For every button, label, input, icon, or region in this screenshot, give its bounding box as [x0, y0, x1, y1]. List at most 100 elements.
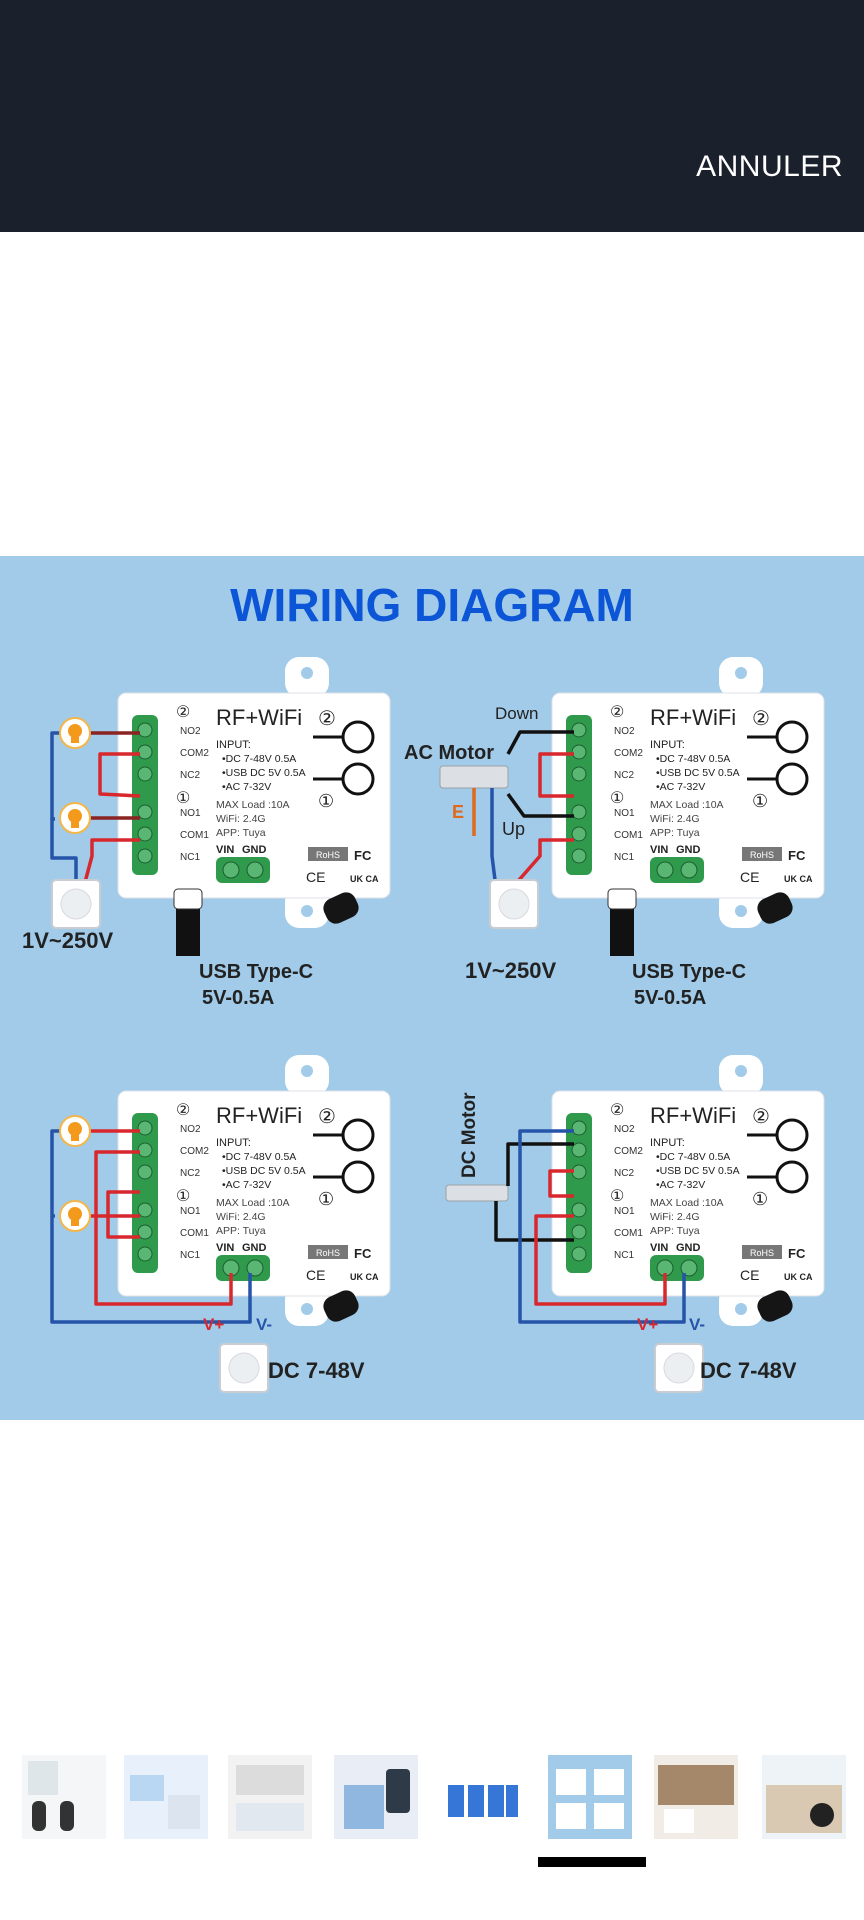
thumbnail-1[interactable] — [22, 1755, 106, 1839]
thumbnail-image — [130, 1775, 200, 1829]
terminal-screw — [137, 766, 153, 782]
input-dc: •DC 7-48V 0.5A — [222, 753, 296, 765]
antenna — [323, 1290, 359, 1322]
terminal-screw — [137, 1224, 153, 1240]
thumbnail-5[interactable] — [440, 1755, 524, 1839]
wifi-spec: WiFi: 2.4G — [650, 813, 700, 825]
terminal-screw — [137, 848, 153, 864]
terminal-label: NC1 — [180, 1250, 200, 1261]
terminal-label: NO2 — [614, 726, 635, 737]
thumbnail-4[interactable] — [334, 1755, 418, 1839]
ukca-mark: UK CA — [350, 874, 379, 884]
thumbnail-image — [448, 1785, 518, 1817]
thumbnail-8[interactable] — [762, 1755, 846, 1839]
module-body — [551, 1090, 825, 1297]
top-bar: ANNULER — [0, 0, 864, 232]
v-minus-label-2: V- — [689, 1315, 705, 1334]
terminal-label: NC2 — [180, 1168, 200, 1179]
terminal-screw — [571, 766, 587, 782]
terminal-label: NC2 — [614, 770, 634, 781]
relay2-marker: ② — [610, 704, 624, 721]
relay1-badge: ① — [318, 1189, 334, 1209]
v-minus-label: V- — [256, 1315, 272, 1334]
cancel-button[interactable]: ANNULER — [696, 150, 843, 183]
power-plug-icon — [219, 1343, 269, 1393]
selected-thumbnail-indicator — [538, 1857, 646, 1867]
terminal-screw — [137, 1246, 153, 1262]
brand-label: RF+WiFi — [216, 705, 302, 730]
thumbnail-image — [556, 1769, 624, 1829]
terminal-label: NO2 — [180, 726, 201, 737]
relay2-marker: ② — [176, 704, 190, 721]
terminal-screw — [571, 804, 587, 820]
rohs-badge — [308, 1245, 348, 1259]
antenna — [323, 892, 359, 924]
wifi-spec: WiFi: 2.4G — [216, 813, 266, 825]
thumbnail-2[interactable] — [124, 1755, 208, 1839]
terminal-label: NC2 — [180, 770, 200, 781]
thumbnail-7[interactable] — [654, 1755, 738, 1839]
thumbnail-image — [344, 1769, 410, 1829]
light-bulb-icon — [59, 1200, 91, 1232]
ce-mark: CE — [740, 869, 759, 885]
terminal-label: NC1 — [180, 852, 200, 863]
input-heading: INPUT: — [216, 739, 251, 751]
panel2-usb-label: USB Type-C — [632, 961, 746, 983]
thumbnail-3[interactable] — [228, 1755, 312, 1839]
terminal-screw — [571, 1164, 587, 1180]
wifi-spec: WiFi: 2.4G — [650, 1211, 700, 1223]
panel3-dc-range: DC 7-48V — [268, 1358, 365, 1383]
input-heading: INPUT: — [650, 739, 685, 751]
panel1-ac-range: 1V~250V — [22, 928, 113, 953]
up-label: Up — [502, 819, 525, 839]
terminal-screw — [571, 722, 587, 738]
terminal-label: NO1 — [180, 1206, 201, 1217]
rohs-badge — [742, 1245, 782, 1259]
rohs-label: RoHS — [316, 1248, 340, 1258]
panel2-usb-spec: 5V-0.5A — [634, 987, 706, 1009]
terminal-screw — [571, 1120, 587, 1136]
relay1-marker: ① — [610, 790, 624, 807]
terminal-screw — [137, 804, 153, 820]
panel1-usb-label: USB Type-C — [199, 961, 313, 983]
dc-motor-label: DC Motor — [459, 1092, 480, 1178]
terminal-screw — [571, 848, 587, 864]
power-plug-icon — [51, 879, 101, 929]
terminal-label: NC2 — [614, 1168, 634, 1179]
app-spec: APP: Tuya — [216, 1225, 266, 1237]
wifi-spec: WiFi: 2.4G — [216, 1211, 266, 1223]
input-ac: •AC 7-32V — [656, 781, 705, 793]
relay2-badge: ② — [752, 708, 770, 730]
input-usb: •USB DC 5V 0.5A — [656, 1165, 740, 1177]
max-load: MAX Load :10A — [216, 1197, 290, 1209]
terminal-label: NO1 — [180, 808, 201, 819]
gnd-label: GND — [676, 1242, 701, 1254]
terminal-screw — [137, 722, 153, 738]
rohs-label: RoHS — [750, 1248, 774, 1258]
max-load: MAX Load :10A — [216, 799, 290, 811]
terminal-label: COM2 — [180, 748, 209, 759]
input-dc: •DC 7-48V 0.5A — [656, 753, 730, 765]
input-usb: •USB DC 5V 0.5A — [656, 767, 740, 779]
terminal-screw — [137, 1120, 153, 1136]
input-dc: •DC 7-48V 0.5A — [656, 1151, 730, 1163]
app-spec: APP: Tuya — [216, 827, 266, 839]
terminal-label: COM1 — [614, 1228, 643, 1239]
terminal-screw — [571, 1142, 587, 1158]
thumbnail-6[interactable] — [548, 1755, 632, 1839]
fc-mark: FC — [788, 1246, 806, 1261]
antenna — [757, 892, 793, 924]
usb-connector-2 — [610, 908, 634, 956]
fc-mark: FC — [354, 1246, 372, 1261]
max-load: MAX Load :10A — [650, 1197, 724, 1209]
fc-mark: FC — [354, 848, 372, 863]
earth-label: E — [452, 802, 464, 822]
relay1-marker: ① — [176, 1188, 190, 1205]
rohs-label: RoHS — [316, 850, 340, 860]
rohs-badge — [742, 847, 782, 861]
thumbnail-image — [766, 1785, 842, 1833]
panel1-usb-spec: 5V-0.5A — [202, 987, 274, 1009]
